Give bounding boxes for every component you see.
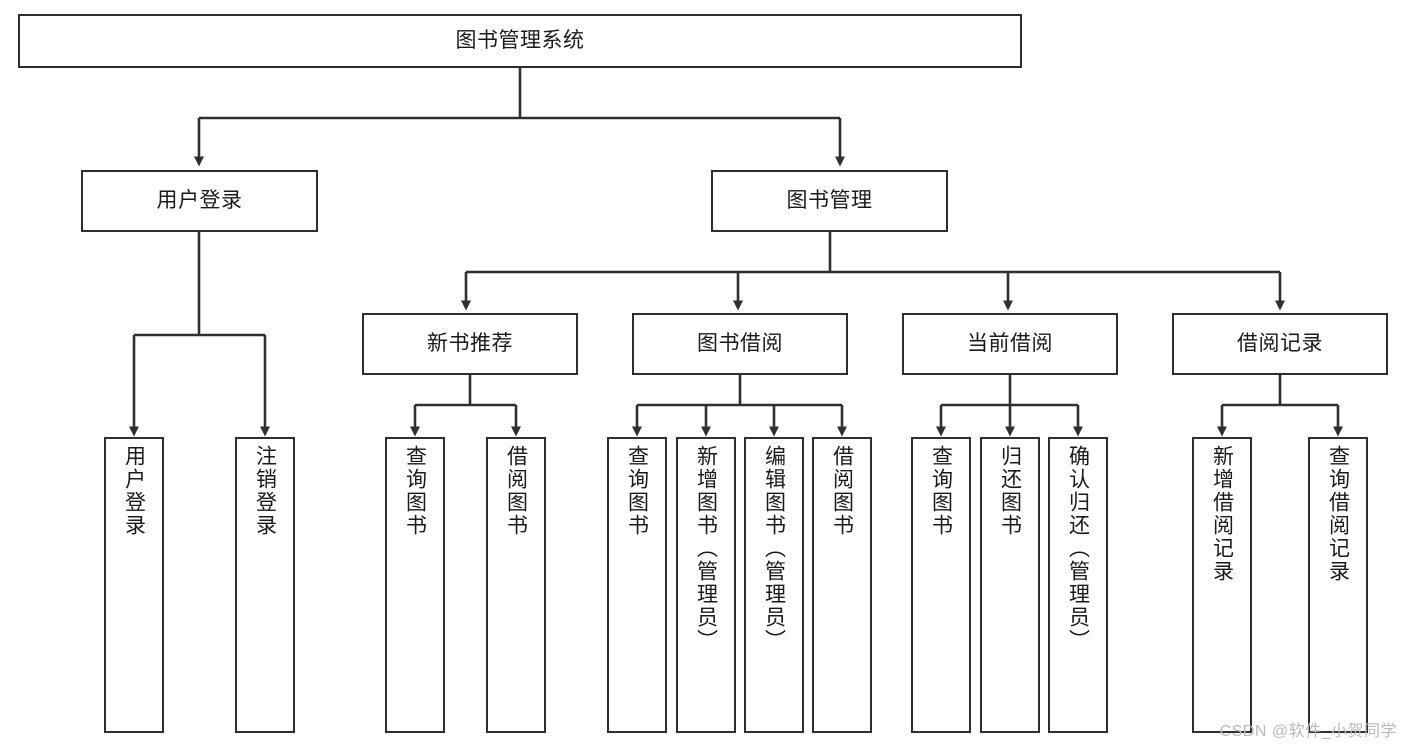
- node-leaf-add-record[interactable]: 新增借阅记录: [1192, 437, 1252, 733]
- node-leaf-query-book-1-label: 查询图书: [403, 445, 427, 537]
- node-leaf-query-record-label: 查询借阅记录: [1326, 445, 1350, 583]
- node-leaf-borrow-book-1[interactable]: 借阅图书: [486, 437, 546, 733]
- node-leaf-edit-book[interactable]: 编辑图书（管理员）: [744, 437, 804, 733]
- node-leaf-borrow-book-2[interactable]: 借阅图书: [812, 437, 872, 733]
- node-leaf-return-book[interactable]: 归还图书: [980, 437, 1040, 733]
- node-leaf-user-login[interactable]: 用户登录: [104, 437, 164, 733]
- node-leaf-borrow-book-1-label: 借阅图书: [504, 445, 528, 537]
- node-borrow-record-label: 借阅记录: [1237, 332, 1323, 356]
- node-leaf-query-book-2[interactable]: 查询图书: [607, 437, 667, 733]
- node-current-borrow-label: 当前借阅: [967, 332, 1053, 356]
- node-user-login-label: 用户登录: [156, 189, 243, 213]
- node-leaf-query-book-3[interactable]: 查询图书: [911, 437, 971, 733]
- node-new-book-recommend[interactable]: 新书推荐: [362, 313, 578, 375]
- node-book-manage[interactable]: 图书管理: [711, 170, 948, 232]
- node-leaf-query-book-1[interactable]: 查询图书: [385, 437, 445, 733]
- node-new-book-recommend-label: 新书推荐: [427, 332, 513, 356]
- node-leaf-user-login-label: 用户登录: [122, 445, 146, 537]
- node-leaf-add-record-label: 新增借阅记录: [1210, 445, 1234, 583]
- node-root[interactable]: 图书管理系统: [18, 14, 1022, 68]
- node-borrow-record[interactable]: 借阅记录: [1172, 313, 1388, 375]
- node-leaf-query-book-2-label: 查询图书: [625, 445, 649, 537]
- node-book-borrow[interactable]: 图书借阅: [632, 313, 848, 375]
- node-book-borrow-label: 图书借阅: [697, 332, 783, 356]
- node-leaf-query-record[interactable]: 查询借阅记录: [1308, 437, 1368, 733]
- node-leaf-confirm-return[interactable]: 确认归还（管理员）: [1048, 437, 1108, 733]
- node-leaf-add-book[interactable]: 新增图书（管理员）: [676, 437, 736, 733]
- node-book-manage-label: 图书管理: [786, 189, 873, 213]
- node-leaf-query-book-3-label: 查询图书: [929, 445, 953, 537]
- node-leaf-return-book-label: 归还图书: [998, 445, 1022, 537]
- node-leaf-add-book-label: 新增图书（管理员）: [694, 445, 718, 652]
- node-leaf-edit-book-label: 编辑图书（管理员）: [762, 445, 786, 652]
- node-user-login[interactable]: 用户登录: [81, 170, 318, 232]
- node-current-borrow[interactable]: 当前借阅: [902, 313, 1118, 375]
- node-leaf-user-logout[interactable]: 注销登录: [235, 437, 295, 733]
- node-leaf-borrow-book-2-label: 借阅图书: [830, 445, 854, 537]
- node-leaf-user-logout-label: 注销登录: [253, 445, 277, 537]
- node-root-label: 图书管理系统: [455, 29, 585, 53]
- node-leaf-confirm-return-label: 确认归还（管理员）: [1066, 445, 1090, 652]
